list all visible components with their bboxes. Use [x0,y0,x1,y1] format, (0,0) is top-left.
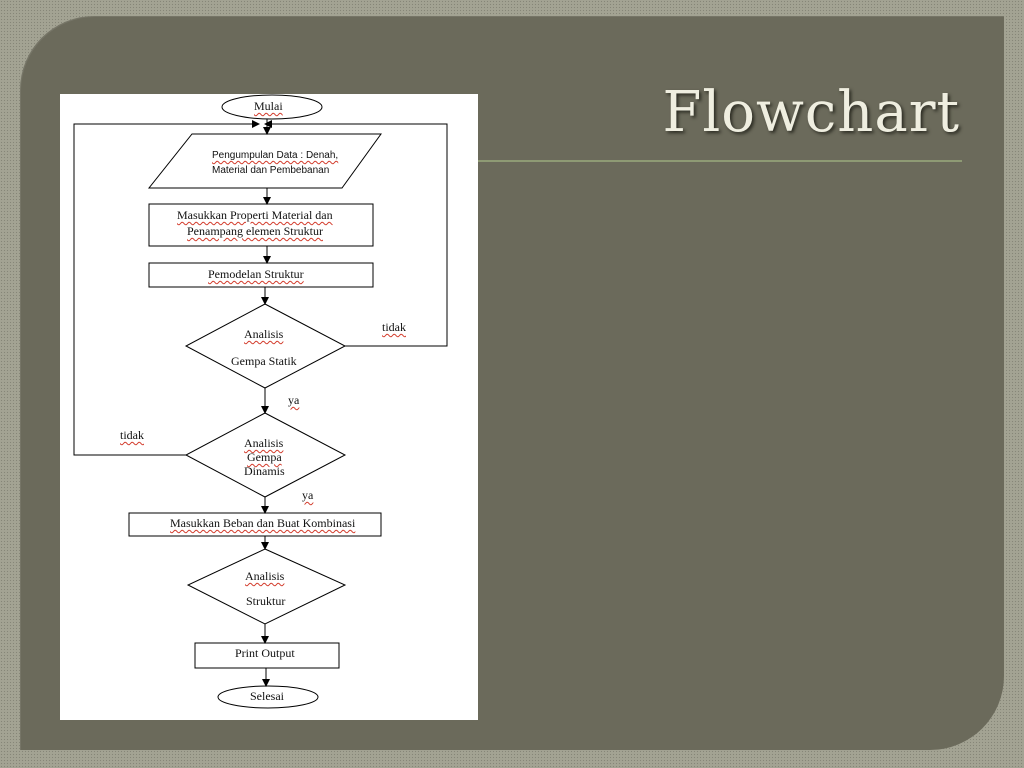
static-line-1: Analisis [244,327,284,341]
modeling-process-box [148,262,374,288]
properties-line-2: Penampang elemen Struktur [187,224,323,238]
static-no-label: tidak [382,320,406,334]
input-data-line-2: Material dan Pembebanan [212,165,330,176]
flowchart-shapes [73,94,448,709]
static-decision-diamond [184,303,347,389]
loads-label: Masukkan Beban dan Buat Kombinasi [170,516,356,530]
structure-decision-diamond [186,548,347,625]
dynamic-yes-label: ya [302,488,314,502]
title-underline [478,160,962,162]
dynamic-line-1: Analisis [244,436,284,450]
flowchart-image: Mulai Pengumpulan Data : Denah, Material… [60,94,478,720]
output-process-box [194,642,340,669]
static-no-loop [264,120,448,347]
start-label: Mulai [254,99,283,113]
properties-process-box [148,203,374,247]
static-yes-label: ya [288,393,300,407]
end-label: Selesai [250,689,284,703]
static-line-2: Gempa Statik [231,354,297,368]
structure-line-2: Struktur [246,594,286,608]
input-data-line-1: Pengumpulan Data : Denah, [212,150,339,161]
loads-process-box [128,512,382,537]
slide-title: Flowchart [662,80,960,145]
start-terminal [221,94,323,120]
properties-line-1: Masukkan Properti Material dan [177,208,333,222]
dynamic-line-2: Gempa [247,450,282,464]
dynamic-no-loop [73,120,260,456]
modeling-label: Pemodelan Struktur [208,267,304,281]
dynamic-line-3: Dinamis [244,464,285,478]
dynamic-no-label: tidak [120,428,144,442]
structure-line-1: Analisis [245,569,285,583]
input-data-parallelogram [147,133,382,189]
output-label: Print Output [235,646,295,660]
